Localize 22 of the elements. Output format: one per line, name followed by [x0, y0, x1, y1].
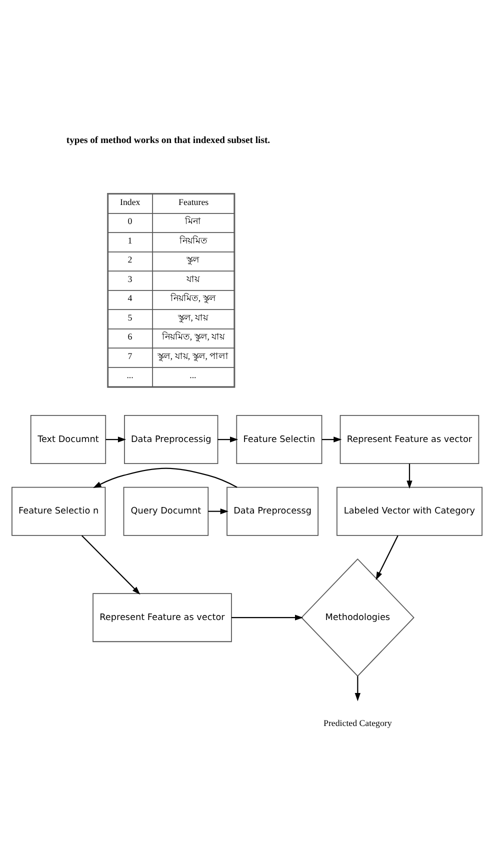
label: যায়	[186, 274, 200, 284]
label: স্কুল, যায়	[177, 312, 208, 322]
label: স্কুল	[186, 254, 199, 265]
label: মিনা	[184, 216, 201, 226]
label: 4	[127, 293, 132, 304]
label: 2	[127, 254, 132, 265]
label: নিয়মিত	[178, 235, 207, 246]
label: Index	[120, 196, 140, 207]
label: 3	[127, 274, 132, 284]
label: 5	[127, 312, 132, 322]
label: ...	[189, 370, 196, 380]
label: স্কুল, যায়, স্কুল, পালা	[156, 350, 228, 361]
label: 0	[127, 216, 132, 226]
label: 7	[127, 350, 132, 361]
label: Features	[178, 196, 208, 207]
label: ...	[126, 370, 133, 380]
label: types of method works on that indexed subset list.	[66, 134, 270, 146]
label: 1	[127, 235, 132, 246]
label: 6	[127, 332, 132, 342]
label: নিয়মিত, স্কুল, যায়	[161, 332, 224, 342]
node-text: Predicted Category	[323, 718, 392, 728]
label: নিয়মিত, স্কুল	[170, 293, 216, 304]
